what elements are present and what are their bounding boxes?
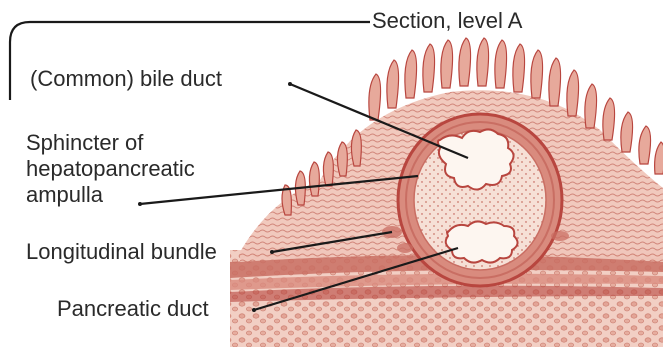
longitudinal-bundle-label: Longitudinal bundle — [26, 239, 217, 265]
pancreatic-duct-label: Pancreatic duct — [57, 296, 209, 322]
sphincter-label-line1: Sphincter of — [26, 130, 195, 156]
section-level-label: Section, level A — [372, 8, 522, 34]
sphincter-label-line3: ampulla — [26, 182, 195, 208]
sphincter-label: Sphincter of hepatopancreatic ampulla — [26, 130, 195, 208]
pancreatic-duct-lumen — [446, 221, 518, 262]
bile-duct-label: (Common) bile duct — [30, 66, 222, 92]
sphincter-label-line2: hepatopancreatic — [26, 156, 195, 182]
